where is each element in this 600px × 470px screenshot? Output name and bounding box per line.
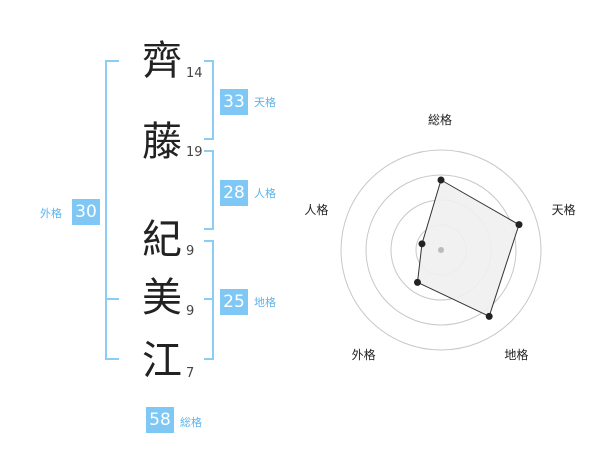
stroke-count: 7 — [186, 366, 195, 381]
stroke-count: 9 — [186, 304, 195, 319]
radar-ring — [415, 224, 467, 276]
name-char: 美 — [142, 275, 182, 321]
chikaku-value: 25 — [220, 289, 248, 315]
soukaku-label: 総格 — [180, 416, 202, 429]
tenkaku-bracket-bottom — [204, 138, 214, 140]
stroke-count: 9 — [186, 244, 195, 259]
name-char: 藤 — [142, 119, 182, 165]
soukaku-value: 58 — [146, 407, 174, 433]
jinkaku-label: 人格 — [254, 187, 276, 200]
radar-center — [438, 247, 444, 253]
jinkaku-bracket-top — [204, 150, 214, 152]
name-char: 江 — [142, 338, 182, 384]
jinkaku-bracket-bottom — [204, 228, 214, 230]
radar-point — [418, 240, 426, 248]
radar-polygon — [416, 179, 520, 318]
outer-bracket-vertical — [105, 60, 107, 360]
radar-point — [485, 312, 493, 320]
outer-bracket-mid — [105, 298, 119, 300]
radar-ring — [390, 199, 492, 301]
tenkaku-value: 33 — [220, 89, 248, 115]
tenkaku-bracket-top — [204, 60, 214, 62]
outer-bracket-bottom — [105, 358, 119, 360]
gaikaku-value: 30 — [72, 199, 100, 225]
jinkaku-bracket — [212, 150, 214, 230]
radar-axis-label: 人格 — [304, 202, 329, 217]
stroke-count: 19 — [186, 145, 203, 160]
radar-ring — [365, 174, 517, 326]
gaikaku-label: 外格 — [40, 207, 62, 220]
radar-point — [437, 176, 445, 184]
radar-axis-label: 地格 — [504, 348, 529, 363]
radar-axis-label: 外格 — [351, 348, 376, 363]
radar-axis-label: 天格 — [551, 202, 576, 217]
chikaku-bracket — [212, 240, 214, 360]
tenkaku-bracket — [212, 60, 214, 140]
radar-point — [413, 278, 421, 286]
outer-bracket-top — [105, 60, 119, 62]
radar-ring — [340, 149, 542, 351]
jinkaku-value: 28 — [220, 180, 248, 206]
chikaku-bracket-top — [204, 240, 214, 242]
chikaku-bracket-bottom — [204, 358, 214, 360]
tenkaku-label: 天格 — [254, 96, 276, 109]
chikaku-label: 地格 — [254, 296, 276, 309]
chikaku-bracket-mid — [204, 298, 214, 300]
name-char: 紀 — [142, 217, 182, 263]
radar-axis-label: 総格 — [428, 113, 453, 127]
radar-point — [515, 221, 523, 229]
name-char: 齊 — [142, 38, 182, 84]
stroke-count: 14 — [186, 66, 203, 81]
